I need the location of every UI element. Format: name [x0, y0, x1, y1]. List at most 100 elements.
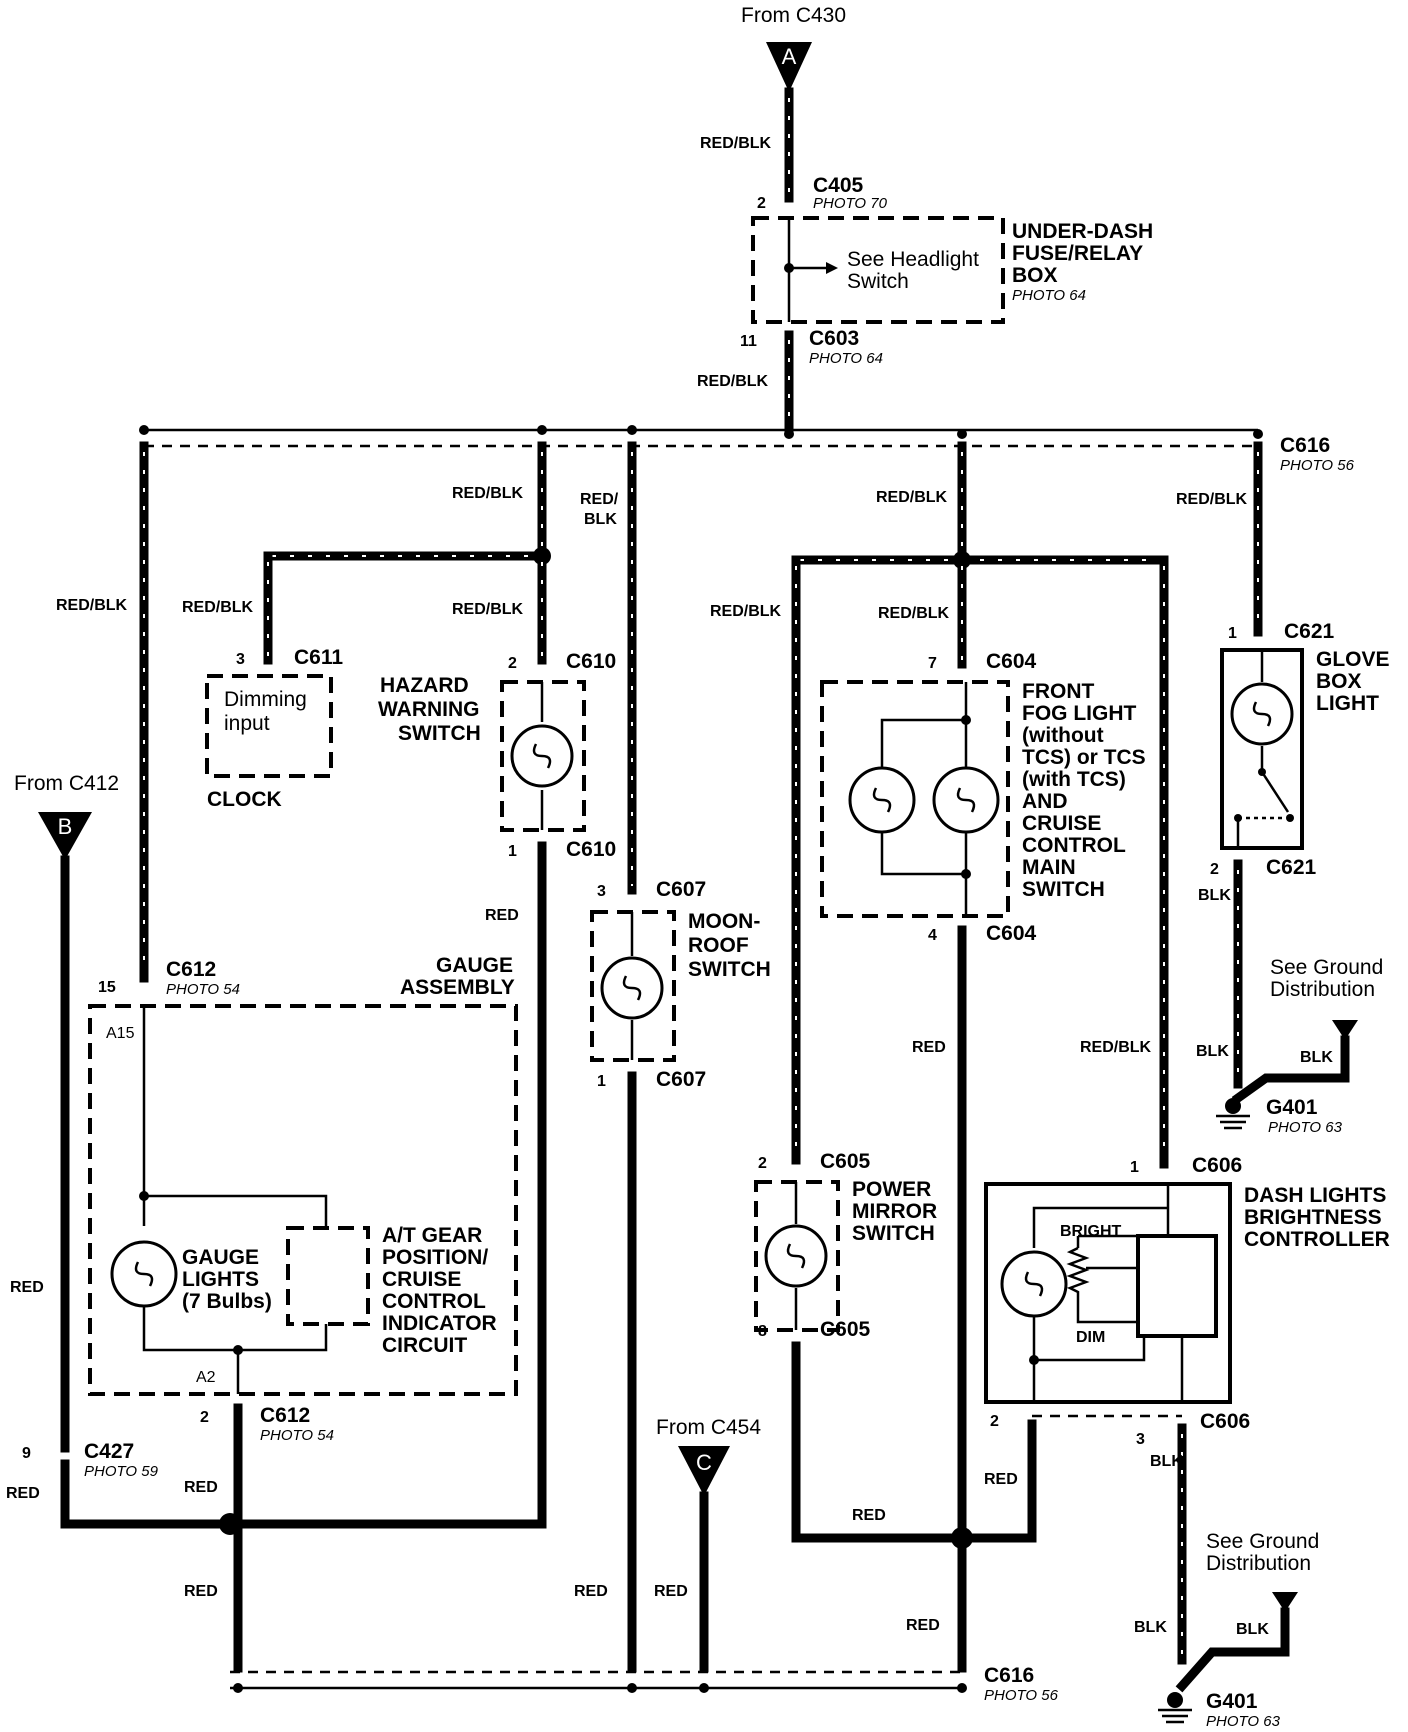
mirror-label: POWER [852, 1178, 931, 1201]
wire-label: RED [852, 1507, 886, 1524]
svg-text:Switch: Switch [847, 270, 909, 293]
svg-text:FUSE/RELAY: FUSE/RELAY [1012, 242, 1143, 265]
wire-label: RED [184, 1583, 218, 1600]
svg-text:3: 3 [597, 883, 606, 900]
wire-label: RED/BLK [1176, 491, 1248, 508]
svg-text:CIRCUIT: CIRCUIT [382, 1334, 467, 1357]
source-b-triangle: B [38, 812, 92, 860]
svg-text:PHOTO 63: PHOTO 63 [1206, 1713, 1281, 1730]
svg-text:3: 3 [236, 651, 245, 668]
svg-text:Dimming: Dimming [224, 688, 307, 711]
ground-icon [1158, 1692, 1192, 1724]
svg-text:C604: C604 [986, 922, 1037, 945]
ground-icon [1216, 1098, 1250, 1130]
svg-text:MAIN: MAIN [1022, 856, 1076, 879]
connector-c607: C607 [656, 878, 706, 901]
wire-label: BLK [1198, 887, 1231, 904]
wire-label: RED [906, 1617, 940, 1634]
svg-text:See Ground: See Ground [1206, 1530, 1319, 1553]
svg-text:A15: A15 [106, 1025, 135, 1042]
svg-text:CONTROL: CONTROL [1022, 834, 1126, 857]
gauge-assembly-box [88, 1004, 518, 1396]
glove-bulb-icon [1230, 682, 1294, 746]
svg-text:TCS) or TCS: TCS) or TCS [1022, 746, 1146, 769]
svg-text:C621: C621 [1266, 856, 1317, 879]
wire-label: RED/BLK [878, 605, 950, 622]
svg-text:15: 15 [98, 979, 116, 996]
at-indicator-label: A/T GEAR [382, 1224, 482, 1247]
wire-label: BLK [1150, 1453, 1183, 1470]
controller-module [1136, 1234, 1218, 1338]
source-c-label: From C454 [656, 1416, 761, 1439]
wire-label: RED [184, 1479, 218, 1496]
svg-text:2: 2 [758, 1155, 767, 1172]
svg-text:POSITION/: POSITION/ [382, 1246, 488, 1269]
moonroof-bulb-icon [600, 956, 664, 1020]
ground-g401-bottom: G401 [1206, 1690, 1258, 1713]
connector-c427: C427 [84, 1440, 134, 1463]
svg-text:MIRROR: MIRROR [852, 1200, 937, 1223]
connector-c606: C606 [1192, 1154, 1242, 1177]
mirror-bulb-icon [764, 1224, 828, 1288]
at-indicator-box [286, 1226, 370, 1326]
wire-label: RED/BLK [700, 135, 772, 152]
svg-text:C612: C612 [260, 1404, 310, 1427]
svg-text:1: 1 [508, 843, 517, 860]
svg-text:ROOF: ROOF [688, 934, 749, 957]
wire-label: RED [485, 907, 519, 924]
connector-c621: C621 [1284, 620, 1335, 643]
svg-text:C606: C606 [1200, 1410, 1250, 1433]
dash-controller-box [984, 1182, 1232, 1404]
connector-c604: C604 [986, 650, 1037, 673]
svg-text:CONTROLLER: CONTROLLER [1244, 1228, 1390, 1251]
wire-label: RED/BLK [710, 603, 782, 620]
fog-label: FRONT [1022, 680, 1094, 703]
fuse-relay-box [751, 216, 1005, 324]
svg-text:(7 Bulbs): (7 Bulbs) [182, 1290, 272, 1313]
svg-text:See Ground: See Ground [1270, 956, 1383, 979]
svg-text:See Headlight: See Headlight [847, 248, 979, 271]
svg-text:FOG LIGHT: FOG LIGHT [1022, 702, 1136, 725]
svg-text:3: 3 [1136, 1431, 1145, 1448]
svg-text:BLK: BLK [1236, 1621, 1269, 1638]
svg-text:BOX: BOX [1012, 264, 1058, 287]
svg-text:C610: C610 [566, 838, 616, 861]
svg-text:1: 1 [1228, 625, 1237, 642]
svg-text:input: input [224, 712, 270, 735]
wire-label: RED/BLK [697, 373, 769, 390]
connector-c405: C405 [813, 174, 864, 197]
wire-label: RED/BLK [452, 485, 524, 502]
wire-label: RED/BLK [182, 599, 254, 616]
connector-c611: C611 [294, 646, 343, 669]
svg-text:1: 1 [1130, 1159, 1139, 1176]
source-a-label: From C430 [741, 4, 846, 27]
svg-text:(without: (without [1022, 724, 1104, 747]
svg-text:BOX: BOX [1316, 670, 1362, 693]
fog-cruise-switch-box [820, 680, 1010, 918]
svg-text:CRUISE: CRUISE [382, 1268, 461, 1291]
svg-text:9: 9 [22, 1445, 31, 1462]
hazard-label: HAZARD [380, 674, 469, 697]
glove-label: GLOVE [1316, 648, 1390, 671]
wire-label: RED/ [580, 491, 619, 508]
svg-text:8: 8 [758, 1323, 767, 1340]
svg-text:PHOTO 64: PHOTO 64 [1012, 287, 1086, 304]
ground-g401-top: G401 [1266, 1096, 1318, 1119]
wire-label: RED [912, 1039, 946, 1056]
svg-text:A2: A2 [196, 1369, 216, 1386]
wire-label: RED [6, 1485, 40, 1502]
svg-text:SWITCH: SWITCH [398, 722, 481, 745]
svg-text:PHOTO 54: PHOTO 54 [260, 1427, 334, 1444]
wire-label: RED/BLK [452, 601, 524, 618]
svg-text:2: 2 [200, 1409, 209, 1426]
wire-label: RED [574, 1583, 608, 1600]
source-b-label: From C412 [14, 772, 119, 795]
connector-c616-top: C616 [1280, 434, 1330, 457]
svg-text:C605: C605 [820, 1318, 871, 1341]
svg-text:BRIGHT: BRIGHT [1060, 1223, 1122, 1240]
hazard-bulb-icon [510, 724, 574, 788]
svg-text:2: 2 [1210, 861, 1219, 878]
svg-text:A: A [782, 44, 797, 69]
connector-c603: C603 [809, 327, 859, 350]
